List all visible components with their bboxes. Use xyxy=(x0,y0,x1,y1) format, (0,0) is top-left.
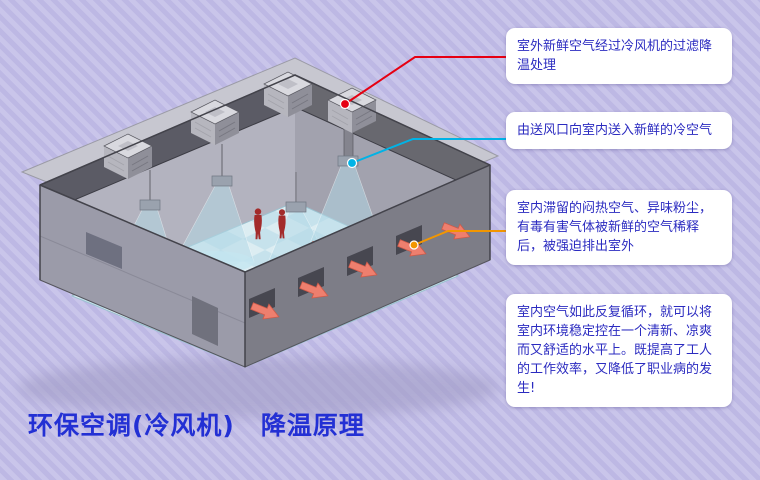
callout-box-exhaust-air: 室内滞留的闷热空气、异味粉尘，有毒有害气体被新鲜的空气稀释后，被强迫排出室外 xyxy=(506,190,732,265)
callout-text: 室外新鲜空气经过冷风机的过滤降温处理 xyxy=(517,39,713,73)
callout-text: 由送风口向室内送入新鲜的冷空气 xyxy=(517,123,713,138)
callout-box-circulation: 室内空气如此反复循环，就可以将室内环境稳定控在一个清新、凉爽而又舒适的水平上。既… xyxy=(506,294,732,407)
wall-door xyxy=(192,296,218,346)
ground-shadow xyxy=(18,358,498,418)
diffuser-head xyxy=(285,201,307,213)
callout-text: 室内空气如此反复循环，就可以将室内环境稳定控在一个清新、凉爽而又舒适的水平上。既… xyxy=(517,305,713,396)
callout-text: 室内滞留的闷热空气、异味粉尘，有毒有害气体被新鲜的空气稀释后，被强迫排出室外 xyxy=(517,201,713,254)
connector-line-2 xyxy=(351,138,506,164)
rim-back-edges xyxy=(39,74,491,186)
diffuser-head xyxy=(139,199,161,211)
callout-connectors xyxy=(339,56,506,250)
connector-dot-3 xyxy=(409,240,419,250)
callout-box-supply-air: 由送风口向室内送入新鲜的冷空气 xyxy=(506,112,732,149)
connector-dot-1 xyxy=(339,98,351,110)
wall-window xyxy=(86,232,122,269)
connector-dot-2 xyxy=(346,157,358,169)
building-outline xyxy=(39,74,491,367)
page-title: 环保空调(冷风机) 降温原理 xyxy=(28,411,365,440)
diffuser-head xyxy=(211,175,233,187)
connector-line-1 xyxy=(344,56,506,105)
callout-box-outdoor-air: 室外新鲜空气经过冷风机的过滤降温处理 xyxy=(506,28,732,84)
connector-line-3 xyxy=(413,230,506,246)
